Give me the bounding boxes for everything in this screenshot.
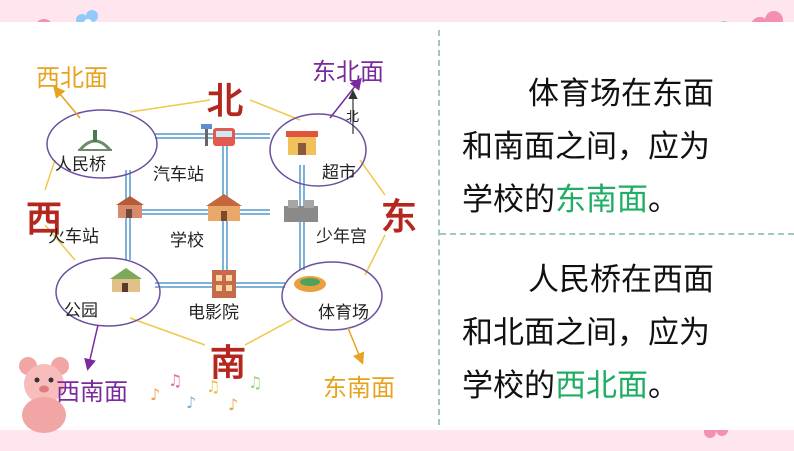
- content-card: [0, 22, 794, 430]
- svg-text:♫: ♫: [168, 371, 182, 390]
- palace-icon: [284, 200, 318, 222]
- north-label: 北: [207, 81, 244, 122]
- southwest-label: 西南面: [56, 378, 128, 406]
- svg-text:♪: ♪: [228, 395, 238, 414]
- p1-line1: 体育场在东面: [528, 76, 714, 112]
- p2-highlight: 西北面: [555, 368, 648, 404]
- svg-text:♪: ♪: [150, 385, 160, 404]
- place-stadium: 体育场: [318, 303, 369, 323]
- cinema-building-icon: [212, 270, 236, 298]
- shop-icon: [286, 131, 318, 155]
- p1-line2: 和南面之间，应为: [462, 129, 710, 165]
- school-building-icon: [206, 194, 242, 221]
- north-small-label: 北: [346, 110, 360, 125]
- bear-icon: [19, 357, 69, 433]
- p2-line2: 和北面之间，应为: [462, 315, 710, 351]
- p2-line1: 人民桥在西面: [528, 262, 714, 298]
- explanation-stadium: 体育场在东面 和南面之间，应为 学校的东南面。: [462, 68, 782, 227]
- horizontal-dashed-divider: [440, 233, 794, 235]
- place-school: 学校: [170, 231, 204, 251]
- diamond-lines: [44, 99, 386, 346]
- svg-text:♪: ♪: [186, 393, 196, 412]
- place-bus-station: 汽车站: [153, 165, 204, 185]
- p1-line3-post: 。: [648, 182, 679, 218]
- music-note-icon: ♪ ♫ ♪ ♫ ♪ ♫: [150, 371, 262, 414]
- bus-station-icon: [201, 124, 235, 146]
- stadium-icon: [294, 276, 326, 292]
- p1-line3-pre: 学校的: [462, 182, 555, 218]
- bridge-icon: [78, 130, 112, 151]
- west-label: 西: [26, 199, 63, 240]
- p1-highlight: 东南面: [555, 182, 648, 218]
- place-cinema: 电影院: [188, 303, 239, 323]
- ellipse-park: [55, 257, 161, 327]
- ellipse-supermarket: [269, 113, 367, 187]
- ellipse-renminqiao: [46, 109, 158, 179]
- p2-line3-post: 。: [648, 368, 679, 404]
- place-train-station: 火车站: [48, 227, 99, 247]
- arrow-northwest: [53, 85, 81, 119]
- east-label: 东: [381, 197, 418, 238]
- explanation-renminqiao: 人民桥在西面 和北面之间，应为 学校的西北面。: [462, 254, 782, 413]
- northeast-label: 东北面: [312, 58, 384, 86]
- arrow-southeast: [347, 327, 365, 365]
- arrow-northeast: [329, 77, 362, 119]
- vertical-dashed-divider: [438, 30, 440, 425]
- place-park: 公园: [64, 301, 98, 321]
- place-supermarket: 超市: [322, 163, 356, 183]
- place-renminqiao: 人民桥: [55, 155, 106, 175]
- northwest-label: 西北面: [36, 64, 108, 92]
- ellipse-stadium: [281, 261, 383, 331]
- arrow-southwest: [84, 324, 99, 371]
- train-station-icon: [116, 196, 144, 218]
- svg-text:♫: ♫: [206, 377, 220, 396]
- svg-text:♫: ♫: [248, 373, 262, 392]
- place-youth-palace: 少年宫: [316, 227, 367, 247]
- direction-map: ♪ ♫ ♪ ♫ ♪ ♫: [19, 77, 386, 433]
- p2-line3-pre: 学校的: [462, 368, 555, 404]
- south-label: 南: [210, 343, 247, 384]
- park-gate-icon: [110, 268, 142, 292]
- southeast-label: 东南面: [323, 374, 395, 402]
